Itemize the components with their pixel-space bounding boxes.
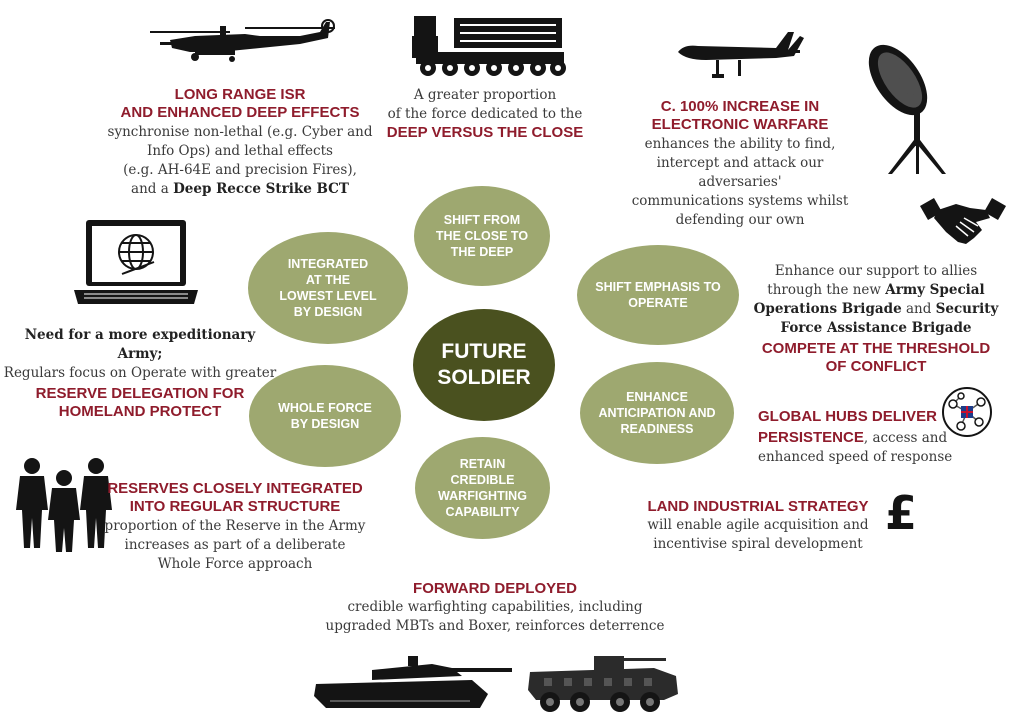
hubs-heading-persistence: PERSISTENCE — [758, 429, 864, 446]
allies-heading-line1: COMPETE AT THE THRESHOLD — [761, 340, 991, 357]
industrial-heading: LAND INDUSTRIAL STRATEGY — [647, 498, 869, 515]
hubs-heading: GLOBAL HUBS DELIVER — [758, 408, 937, 425]
reserves-body-line3: Whole Force approach — [157, 556, 313, 572]
allies-line4-bold: Force Assistance Brigade — [780, 320, 972, 336]
allies-line2-bold: Army Special — [885, 282, 985, 298]
industrial-body-line1: will enable agile acquisition and — [647, 517, 869, 533]
isr-body-line4-bold: Deep Recce Strike BCT — [173, 181, 349, 197]
deep-body-line2: of the force dedicated to the — [387, 106, 583, 122]
industrial-body-line2: incentivise spiral development — [653, 536, 863, 552]
allies-heading-line2: OF CONFLICT — [825, 358, 927, 375]
ew-body-line4: defending our own — [675, 212, 805, 228]
hubs-block: GLOBAL HUBS DELIVER — [758, 408, 948, 426]
hubs-body-line1: , access and — [863, 430, 948, 446]
deep-body-line1: A greater proportion — [413, 87, 557, 103]
reserves-body-line1: proportion of the Reserve in the Army — [104, 518, 366, 534]
armoured-vehicle-icon — [528, 656, 678, 712]
expeditionary-body: Regulars focus on Operate with greater — [3, 365, 277, 381]
reserves-heading-line2: INTO REGULAR STRUCTURE — [129, 498, 341, 515]
ew-heading-line1: C. 100% INCREASE IN — [660, 98, 820, 115]
allies-line3-mid: and — [901, 301, 936, 317]
isr-body-line1: synchronise non-lethal (e.g. Cyber and — [107, 124, 373, 140]
global-network-icon — [942, 387, 992, 437]
isr-block: LONG RANGE ISR AND ENHANCED DEEP EFFECTS… — [90, 86, 390, 199]
allies-line2-prefix: through the new — [767, 282, 886, 298]
ew-body-line3: communications systems whilst — [631, 193, 849, 209]
helicopter-icon — [150, 19, 335, 62]
forward-body-line2: upgraded MBTs and Boxer, reinforces dete… — [325, 618, 665, 634]
forward-heading: FORWARD DEPLOYED — [413, 580, 577, 597]
forward-block: FORWARD DEPLOYED credible warfighting ca… — [300, 580, 690, 636]
isr-body-line2: Info Ops) and lethal effects — [147, 143, 333, 159]
ew-heading-line2: ELECTRONIC WARFARE — [651, 116, 829, 133]
soldiers-icon — [16, 458, 112, 552]
expeditionary-heading-line2: HOMELAND PROTECT — [58, 403, 222, 420]
pound-icon: £ — [885, 486, 918, 540]
deep-heading: DEEP VERSUS THE CLOSE — [386, 124, 584, 141]
rocket-launcher-icon — [412, 16, 566, 76]
handshake-icon — [920, 198, 1006, 244]
laptop-globe-icon — [74, 220, 198, 304]
reserves-body-line2: increases as part of a deliberate — [124, 537, 346, 553]
allies-block: Enhance our support to allies through th… — [744, 262, 1008, 376]
expeditionary-block: Need for a more expeditionary Army; Regu… — [2, 326, 278, 421]
ew-block: C. 100% INCREASE IN ELECTRONIC WARFARE e… — [620, 98, 860, 230]
reserves-block: RESERVES CLOSELY INTEGRATED INTO REGULAR… — [100, 480, 370, 574]
allies-line1: Enhance our support to allies — [774, 263, 978, 279]
allies-line3-bold-b: Security — [935, 301, 999, 317]
drone-icon — [678, 32, 804, 78]
tank-icon — [314, 656, 512, 708]
ew-body-line1: enhances the ability to find, — [644, 136, 836, 152]
deep-block: A greater proportion of the force dedica… — [360, 86, 610, 142]
allies-line3-bold-a: Operations Brigade — [753, 301, 902, 317]
isr-body-line4-prefix: and a — [131, 181, 174, 197]
expeditionary-heading-line1: RESERVE DELEGATION FOR — [35, 385, 245, 402]
isr-heading-line2: AND ENHANCED DEEP EFFECTS — [120, 104, 360, 121]
isr-body-line3: (e.g. AH-64E and precision Fires), — [123, 162, 357, 178]
industrial-block: LAND INDUSTRIAL STRATEGY will enable agi… — [640, 498, 876, 554]
satellite-dish-icon — [868, 44, 946, 174]
hubs-body-line2: enhanced speed of response — [758, 449, 953, 465]
reserves-heading-line1: RESERVES CLOSELY INTEGRATED — [107, 480, 363, 497]
ew-body-line2: intercept and attack our adversaries' — [656, 155, 824, 190]
expeditionary-bold: Need for a more expeditionary Army; — [24, 327, 256, 362]
isr-heading-line1: LONG RANGE ISR — [174, 86, 306, 103]
hubs-body: PERSISTENCE, access and enhanced speed o… — [740, 428, 960, 467]
forward-body-line1: credible warfighting capabilities, inclu… — [347, 599, 643, 615]
